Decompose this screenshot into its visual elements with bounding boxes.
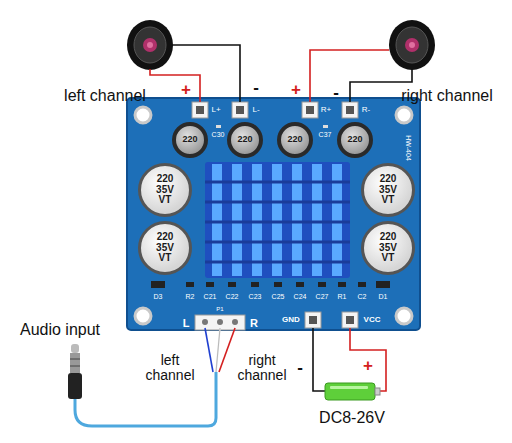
- terminal-name: R-: [362, 106, 370, 115]
- speaker-icon: [127, 20, 173, 70]
- polarity-sign: -: [297, 359, 303, 378]
- small-capacitor: 220: [172, 122, 208, 158]
- terminal-name: L+: [211, 106, 220, 115]
- polarity-sign: -: [253, 79, 259, 98]
- part-name: C24: [294, 293, 307, 301]
- part-name: C30: [212, 131, 225, 139]
- speaker-icon: [389, 20, 435, 70]
- small-capacitor: 220: [277, 122, 313, 158]
- pin-name: R: [250, 317, 258, 329]
- polarity-sign: +: [181, 81, 191, 100]
- channel-label: left channel: [64, 87, 146, 105]
- battery-icon: [325, 383, 380, 400]
- small-capacitor: 220: [227, 122, 263, 158]
- capacitor-value: 220: [347, 135, 362, 144]
- capacitor-value: 220 35V VT: [156, 174, 174, 206]
- power-terminal: [305, 312, 358, 328]
- part-name: P1: [216, 306, 223, 313]
- electrolytic-capacitor: 220 35V VT: [138, 163, 192, 217]
- pin-name: GND: [282, 316, 300, 325]
- part-name: C37: [319, 131, 332, 139]
- part-name: R2: [186, 293, 195, 301]
- part-name: C25: [272, 293, 285, 301]
- smd-component: [151, 281, 390, 288]
- part-name: C2: [358, 293, 367, 301]
- polarity-sign: +: [291, 81, 301, 100]
- voltage-label: DC8-26V: [319, 409, 385, 427]
- part-name: D1: [379, 293, 388, 301]
- capacitor-value: 220 35V VT: [379, 174, 397, 206]
- pin-name: VCC: [364, 316, 381, 325]
- capacitor-value: 220 35V VT: [156, 232, 174, 264]
- capacitor-value: 220 35V VT: [379, 232, 397, 264]
- polarity-sign: +: [363, 357, 373, 376]
- input-label: Audio input: [20, 321, 100, 339]
- channel-label: left channel: [145, 353, 194, 384]
- electrolytic-capacitor: 220 35V VT: [138, 221, 192, 275]
- speaker-wire: [150, 45, 412, 102]
- circuit-board: [127, 98, 420, 330]
- board-model: HW-404: [404, 135, 412, 161]
- electrolytic-capacitor: 220 35V VT: [361, 163, 415, 217]
- capacitor-value: 220: [237, 135, 252, 144]
- part-name: C21: [204, 293, 217, 301]
- terminal-name: L-: [252, 106, 259, 115]
- power-wire: [313, 328, 386, 391]
- part-name: R1: [338, 293, 347, 301]
- audio-header: [195, 315, 245, 330]
- terminal-name: R+: [321, 106, 331, 115]
- audio-wire: [75, 328, 235, 426]
- capacitor-value: 220: [182, 135, 197, 144]
- part-name: C23: [249, 293, 262, 301]
- heatsink: [205, 162, 350, 278]
- channel-label: right channel: [401, 87, 493, 105]
- smd-component: [216, 125, 221, 128]
- pin-name: L: [183, 317, 190, 329]
- small-capacitor: 220: [337, 122, 373, 158]
- part-name: C22: [226, 293, 239, 301]
- part-name: C27: [316, 293, 329, 301]
- polarity-sign: -: [333, 84, 339, 103]
- part-name: D3: [154, 293, 163, 301]
- smd-component: [323, 125, 328, 128]
- capacitor-value: 220: [287, 135, 302, 144]
- speaker-terminal: [192, 102, 358, 118]
- electrolytic-capacitor: 220 35V VT: [361, 221, 415, 275]
- channel-label: right channel: [237, 353, 286, 384]
- audio-jack: [68, 344, 82, 399]
- mounting-hole: [135, 107, 412, 324]
